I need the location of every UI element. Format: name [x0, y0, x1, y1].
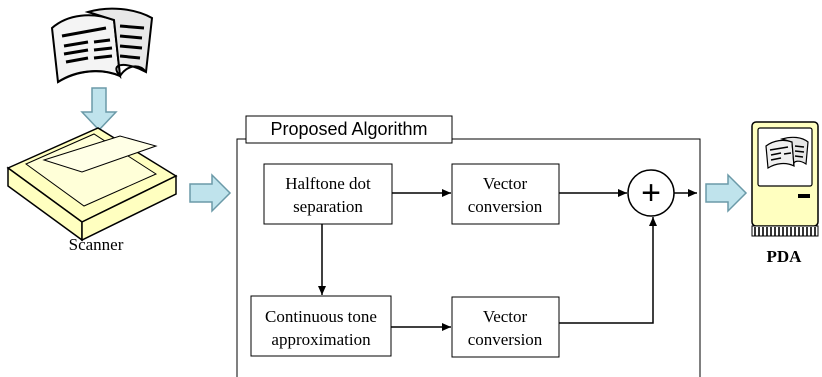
- vector-bottom-line-2: conversion: [468, 330, 543, 349]
- vector-conversion-top-block: [451, 163, 560, 225]
- continuous-line-1: Continuous tone: [265, 307, 377, 326]
- down-arrow-icon: [80, 87, 118, 132]
- scanner-icon: [6, 127, 178, 242]
- algorithm-title: Proposed Algorithm: [270, 119, 427, 139]
- vector-top-line-2: conversion: [468, 197, 543, 216]
- vector-top-line-1: Vector: [483, 174, 528, 193]
- right-arrow-icon: [189, 173, 232, 213]
- halftone-separation-block: [263, 163, 393, 225]
- vector-bottom-line-1: Vector: [483, 307, 528, 326]
- continuous-line-2: approximation: [271, 330, 371, 349]
- right-arrow-icon: [705, 173, 748, 213]
- algorithm-frame: [236, 138, 701, 377]
- halftone-line-1: Halftone dot: [285, 174, 371, 193]
- scanner-label: Scanner: [69, 235, 124, 254]
- newspaper-icon: [50, 7, 154, 84]
- arrow-vector-bottom-to-sum: [559, 217, 657, 324]
- pda-label: PDA: [767, 247, 803, 266]
- connectors: [318, 189, 697, 331]
- algorithm-title-box: [245, 115, 453, 144]
- continuous-tone-block: [250, 295, 392, 357]
- sum-symbol: +: [641, 174, 661, 212]
- halftone-line-2: separation: [293, 197, 363, 216]
- pda-icon: [751, 121, 819, 237]
- vector-conversion-bottom-block: [451, 296, 560, 358]
